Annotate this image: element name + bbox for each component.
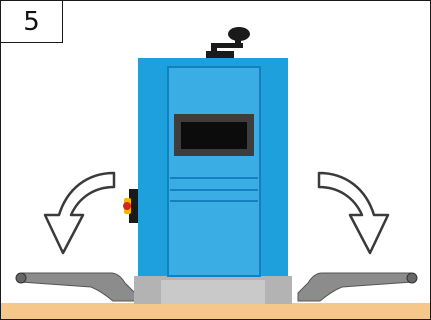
right-support-arm (297, 272, 413, 302)
right-arm-end-cap (406, 272, 418, 284)
step-number: 5 (1, 1, 63, 43)
emergency-button-icon (123, 189, 138, 223)
crank-neck (235, 37, 241, 46)
floor (1, 303, 430, 319)
curved-arrow-down-right-icon (317, 171, 390, 255)
curved-arrow-down-left-icon (43, 171, 116, 255)
crank-arm (211, 43, 243, 48)
crank-knob (228, 27, 250, 41)
crank-handle-icon (206, 27, 250, 58)
left-arm-end-cap (15, 272, 27, 284)
display-screen (181, 122, 247, 149)
machine-base-center (161, 280, 265, 304)
button-housing (129, 189, 138, 223)
crank-base (206, 51, 234, 58)
machine-front-panel (167, 66, 261, 277)
left-support-arm (20, 272, 136, 302)
button-cap (123, 202, 131, 210)
crank-post (211, 44, 217, 53)
